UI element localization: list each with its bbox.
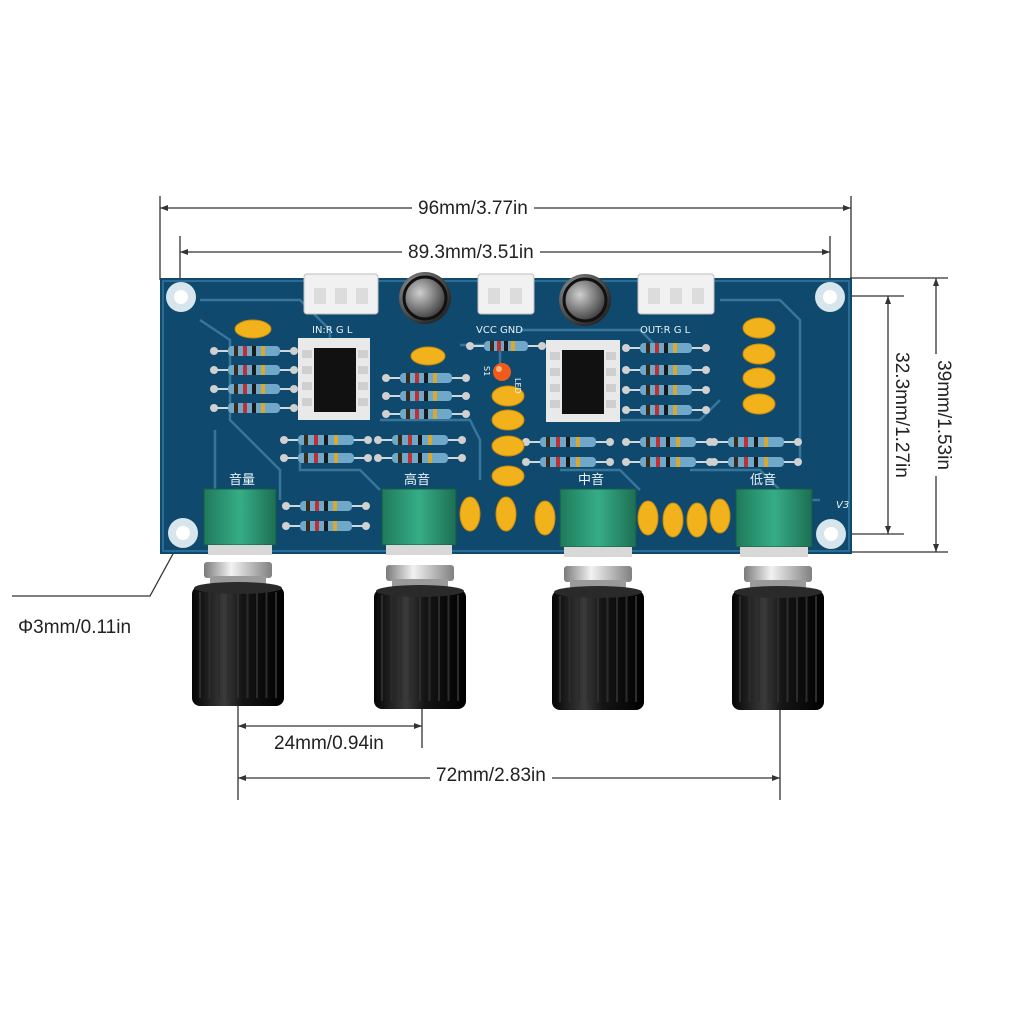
resistor (522, 437, 614, 447)
resistor (710, 437, 802, 447)
electrolytic-capacitor-right (559, 274, 611, 326)
ceramic-capacitor (637, 500, 659, 536)
input-connector (303, 273, 379, 315)
silk-s1-label: S1 (482, 366, 491, 376)
silk-middle-label: 中音 (578, 472, 604, 488)
ceramic-capacitor (742, 343, 776, 365)
resistor (374, 435, 466, 445)
mounting-holes (166, 282, 846, 549)
resistor (622, 437, 714, 447)
ceramic-capacitor (742, 317, 776, 339)
resistors (210, 341, 802, 531)
silk-volume-label: 音量 (229, 472, 255, 488)
ceramic-capacitor (662, 502, 684, 538)
resistor (382, 373, 470, 383)
ceramic-capacitor (459, 496, 481, 532)
knob-pitch-label: 24mm/0.94in (268, 733, 390, 755)
silk-input-label: IN:R G L (312, 325, 353, 336)
power-connector (477, 273, 535, 315)
knob-volume[interactable] (192, 562, 284, 706)
potentiometer-middle (559, 488, 637, 557)
resistor (210, 384, 298, 394)
resistor (210, 346, 298, 356)
hole-diameter-label: Φ3mm/0.11in (12, 617, 138, 639)
potentiometer-bass (735, 488, 813, 557)
electrolytic-capacitors (399, 272, 611, 326)
ceramic-capacitor (742, 393, 776, 415)
knob-treble[interactable] (374, 565, 466, 709)
resistor (282, 501, 370, 511)
ceramic-capacitor (234, 319, 272, 339)
resistor (382, 409, 470, 419)
silk-power-label: VCC GND (476, 325, 523, 336)
silk-treble-label: 高音 (404, 472, 430, 488)
op-amp-chip-left (298, 338, 370, 420)
ceramic-capacitor (491, 409, 525, 431)
ceramic-capacitor (491, 465, 525, 487)
hole-top-right (815, 282, 845, 312)
electrolytic-capacitor-left (399, 272, 451, 324)
hole-bottom-right (816, 519, 846, 549)
op-amp-chips (298, 338, 620, 422)
ceramic-capacitor (534, 500, 556, 536)
ceramic-capacitor (709, 498, 731, 534)
resistor (280, 435, 372, 445)
connectors (303, 273, 715, 315)
resistor (374, 453, 466, 463)
hole-spacing-vertical-label: 32.3mm/1.27in (889, 346, 912, 484)
potentiometer-treble (381, 488, 457, 555)
ceramic-capacitors (234, 317, 776, 538)
knobs (192, 562, 824, 710)
resistor (622, 365, 710, 375)
ceramic-capacitor (410, 346, 446, 366)
ceramic-capacitor (491, 435, 525, 457)
overall-height-label: 39mm/1.53in (931, 354, 954, 476)
resistor (622, 405, 710, 415)
ceramic-capacitor (686, 502, 708, 538)
resistor (210, 365, 298, 375)
resistor (622, 385, 710, 395)
resistor (466, 341, 546, 351)
silk-version-label: V3 (836, 500, 849, 511)
knob-bass[interactable] (732, 566, 824, 710)
silk-bass-label: 低音 (750, 472, 776, 488)
resistor (522, 457, 614, 467)
potentiometer-volume (203, 488, 277, 555)
hole-top-left (166, 282, 196, 312)
resistor (282, 521, 370, 531)
potentiometers (203, 488, 813, 557)
resistor (210, 403, 298, 413)
knob-middle[interactable] (552, 566, 644, 710)
overall-length-label: 96mm/3.77in (412, 198, 534, 220)
ceramic-capacitor (495, 496, 517, 532)
resistor (382, 391, 470, 401)
silk-output-label: OUT:R G L (640, 325, 691, 336)
output-connector (637, 273, 715, 315)
hole-spacing-horizontal-label: 89.3mm/3.51in (402, 242, 540, 264)
hole-bottom-left (168, 518, 198, 548)
ceramic-capacitor (742, 367, 776, 389)
knob-span-label: 72mm/2.83in (430, 765, 552, 787)
dimension-arrows (160, 205, 939, 781)
ceramic-capacitor (491, 385, 525, 407)
power-led (493, 363, 511, 381)
op-amp-chip-right (546, 340, 620, 422)
resistor (280, 453, 372, 463)
resistor (622, 343, 710, 353)
resistor (710, 457, 802, 467)
silk-led-label: LED (513, 378, 522, 394)
